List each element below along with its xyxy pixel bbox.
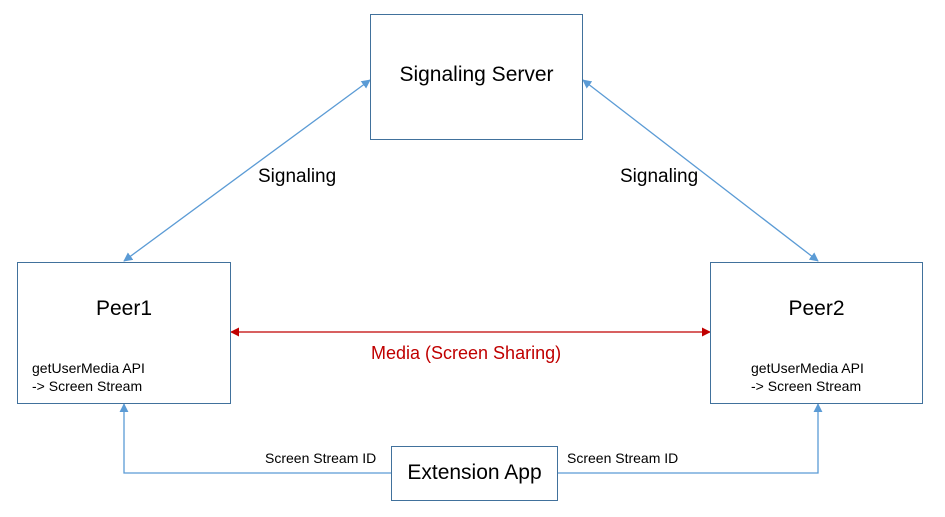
stream-id-label-right: Screen Stream ID — [567, 450, 679, 466]
extension-app-title: Extension App — [407, 461, 542, 484]
peer2-stream: -> Screen Stream — [751, 378, 862, 394]
signaling-edge-left — [123, 79, 371, 262]
stream-id-label-left: Screen Stream ID — [265, 450, 377, 466]
stream-id-edge-right — [558, 403, 823, 474]
peer1-stream: -> Screen Stream — [32, 378, 143, 394]
signaling-label-right: Signaling — [620, 166, 699, 187]
peer2-title: Peer2 — [788, 297, 845, 320]
stream-id-edge-left — [119, 403, 391, 474]
extension-app-node: Extension App — [391, 446, 558, 501]
signaling-server-title: Signaling Server — [399, 63, 554, 86]
peer1-detail: getUserMedia API -> Screen Stream — [32, 359, 145, 395]
peer1-title: Peer1 — [95, 297, 153, 320]
peer2-detail: getUserMedia API -> Screen Stream — [751, 359, 864, 395]
peer1-node: Peer1 getUserMedia API -> Screen Stream — [17, 262, 231, 404]
signaling-label-left: Signaling — [258, 166, 337, 187]
media-label: Media (Screen Sharing) — [371, 343, 562, 363]
signaling-edge-right — [582, 79, 819, 262]
peer2-node: Peer2 getUserMedia API -> Screen Stream — [710, 262, 923, 404]
peer1-api: getUserMedia API — [32, 360, 145, 376]
signaling-server-node: Signaling Server — [370, 14, 583, 140]
peer2-api: getUserMedia API — [751, 360, 864, 376]
